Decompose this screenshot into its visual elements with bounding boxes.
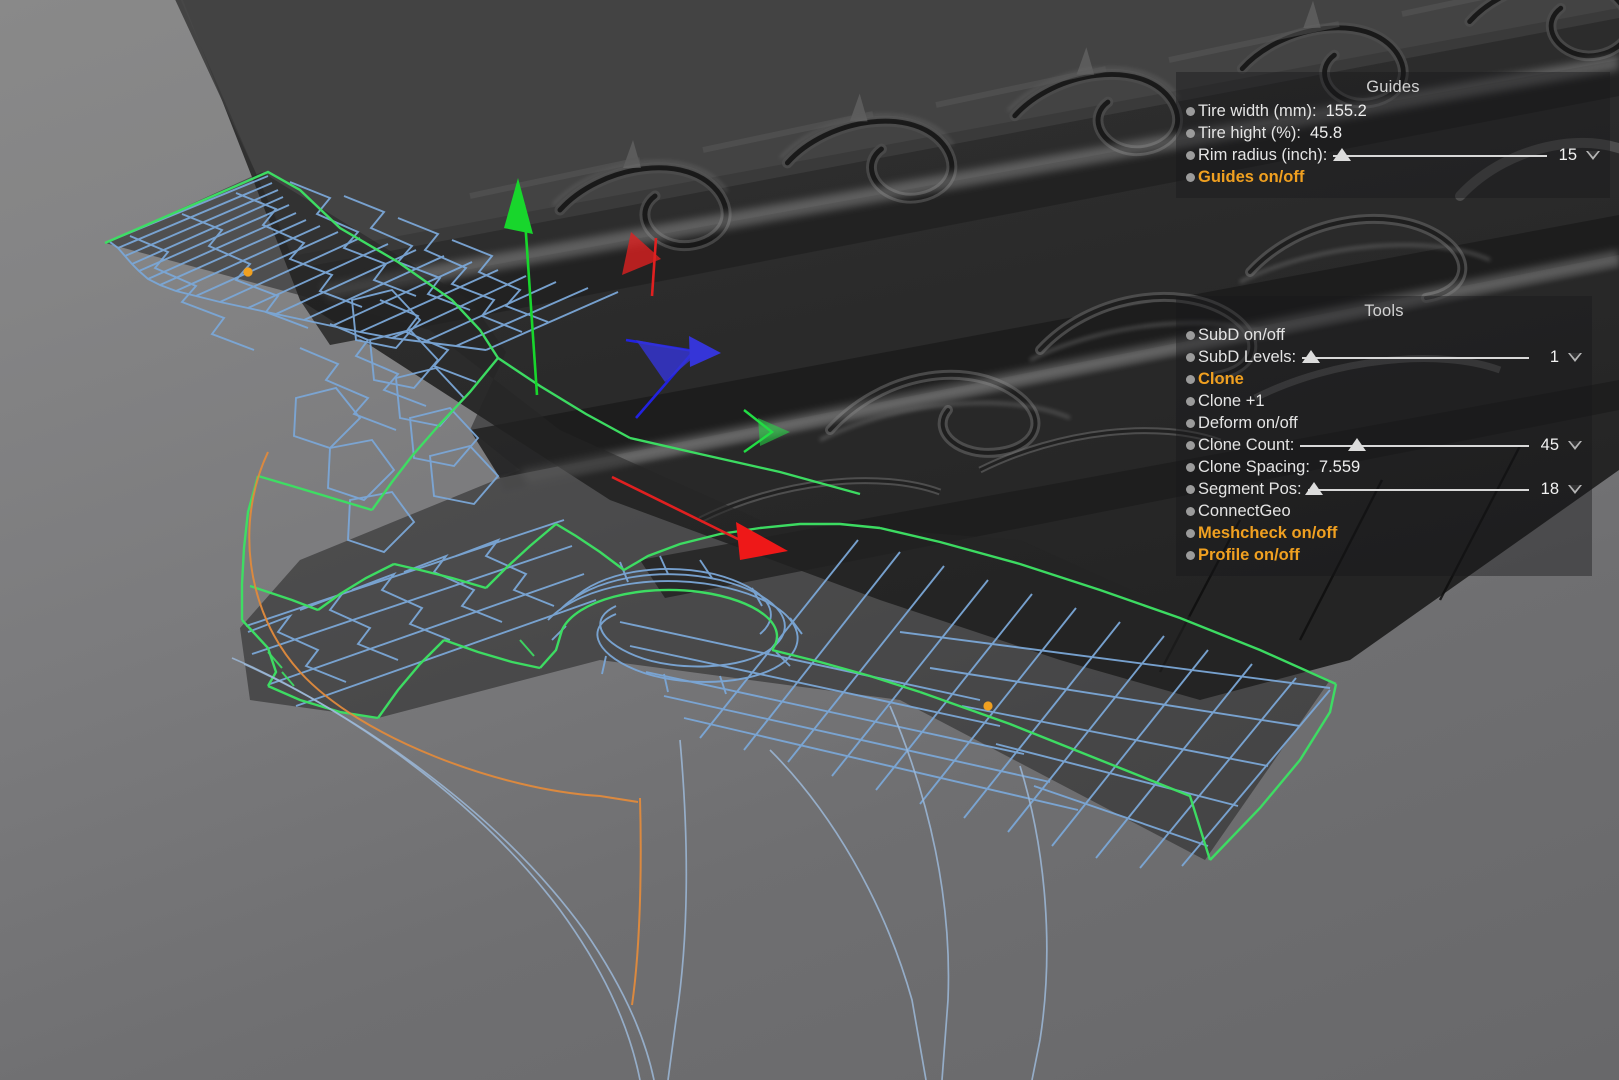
slider-value: 15 [1558, 145, 1577, 164]
bullet-icon[interactable] [1186, 440, 1195, 450]
bullet-icon[interactable] [1186, 484, 1195, 494]
tire-specular [320, 55, 1619, 484]
slider-rim-radius-inch[interactable]: 15 [1332, 145, 1600, 165]
chevron-down-icon[interactable] [1568, 484, 1582, 494]
slider-segment-pos[interactable]: 18 [1305, 479, 1582, 499]
bullet-icon[interactable] [1186, 528, 1195, 538]
slider-track-line [1307, 489, 1529, 491]
slider-track-line [1302, 357, 1529, 359]
row-label: Clone [1198, 369, 1244, 388]
row-segment-pos[interactable]: Segment Pos: 18 [1186, 478, 1582, 500]
bullet-icon[interactable] [1186, 550, 1195, 560]
bullet-icon[interactable] [1186, 128, 1195, 138]
row-label: Tire width (mm): [1198, 101, 1317, 120]
slider-track[interactable] [1300, 437, 1529, 453]
slider-track[interactable] [1302, 349, 1529, 365]
slider-value: 18 [1540, 479, 1559, 498]
bullet-icon[interactable] [1186, 352, 1195, 362]
row-value: 155.2 [1325, 101, 1367, 120]
row-label: Profile on/off [1198, 545, 1300, 564]
row-label: Clone Count: [1198, 435, 1295, 454]
slider-handle[interactable] [1305, 482, 1324, 495]
guide-splines [231, 451, 1048, 1080]
guides-panel-title: Guides [1366, 78, 1420, 96]
row-clone-1[interactable]: Clone +1 [1186, 390, 1582, 412]
gizmo-z-arrow [689, 336, 721, 367]
slider-subd-levels[interactable]: 1 [1302, 348, 1582, 367]
row-label: Rim radius (inch): [1198, 145, 1328, 164]
bullet-icon[interactable] [1186, 396, 1195, 406]
slider-clone-count[interactable]: 45 [1300, 436, 1582, 455]
row-label: Deform on/off [1198, 413, 1298, 432]
bullet-icon[interactable] [1186, 374, 1195, 384]
row-value: 7.559 [1318, 457, 1361, 476]
row-label: Meshcheck on/off [1198, 523, 1338, 542]
bullet-icon[interactable] [1186, 330, 1195, 340]
slider-value: 45 [1540, 435, 1559, 454]
tools-panel-title: Tools [1364, 302, 1404, 320]
row-rim-radius-inch[interactable]: Rim radius (inch): 15 [1186, 144, 1600, 166]
gizmo-y-arrow [504, 178, 533, 234]
gizmo-z-plane [636, 340, 700, 382]
bullet-icon[interactable] [1186, 462, 1195, 472]
chevron-down-icon[interactable] [1568, 440, 1582, 450]
guide-spline [231, 657, 641, 1080]
row-clone[interactable]: Clone [1186, 368, 1582, 390]
bullet-icon[interactable] [1186, 506, 1195, 516]
row-subd-levels[interactable]: SubD Levels: 1 [1186, 346, 1582, 368]
row-meshcheck-on-off[interactable]: Meshcheck on/off [1186, 522, 1582, 544]
slider-track-line [1333, 155, 1547, 157]
gizmo-drag-arrow [736, 522, 788, 560]
transform-gizmo[interactable] [504, 178, 790, 560]
row-clone-spacing[interactable]: Clone Spacing: 7.559 [1186, 456, 1582, 478]
row-tire-width-mm[interactable]: Tire width (mm): 155.2 [1186, 100, 1600, 122]
row-label: Tire hight (%): [1198, 123, 1301, 142]
row-label: Segment Pos: [1198, 479, 1302, 498]
row-deform-on-off[interactable]: Deform on/off [1186, 412, 1582, 434]
vertex-point[interactable] [983, 701, 993, 711]
row-label: Clone Spacing: [1198, 457, 1310, 476]
slider-track-line [1300, 445, 1529, 447]
tread-pattern [469, 0, 1619, 673]
bullet-icon[interactable] [1186, 106, 1195, 116]
profile-spline [248, 451, 639, 803]
slider-value: 1 [1549, 347, 1559, 366]
row-clone-count[interactable]: Clone Count: 45 [1186, 434, 1582, 456]
row-label: ConnectGeo [1198, 501, 1291, 520]
wireframe-mesh[interactable] [104, 170, 1338, 869]
vertex-point[interactable] [243, 267, 253, 277]
row-label: Guides on/off [1198, 167, 1305, 186]
gizmo-y-axis [522, 204, 539, 396]
bullet-icon[interactable] [1186, 172, 1195, 182]
row-subd-on-off[interactable]: SubD on/off [1186, 324, 1582, 346]
slider-handle[interactable] [1302, 350, 1321, 363]
row-profile-on-off[interactable]: Profile on/off [1186, 544, 1582, 566]
bullet-icon[interactable] [1186, 418, 1195, 428]
row-connectgeo[interactable]: ConnectGeo [1186, 500, 1582, 522]
gizmo-x-axis [650, 237, 658, 297]
row-label: SubD on/off [1198, 325, 1285, 344]
slider-handle[interactable] [1348, 438, 1367, 451]
chevron-down-icon[interactable] [1568, 352, 1582, 362]
gizmo-x-arrow [622, 232, 661, 275]
row-label: SubD Levels: [1198, 347, 1297, 366]
chevron-down-icon[interactable] [1586, 150, 1600, 160]
row-tire-hight[interactable]: Tire hight (%): 45.8 [1186, 122, 1600, 144]
gizmo-drag-axis [611, 475, 747, 545]
slider-track[interactable] [1305, 481, 1529, 497]
bullet-icon[interactable] [1186, 150, 1195, 160]
slider-handle[interactable] [1332, 148, 1351, 161]
row-value: 45.8 [1310, 123, 1343, 142]
slider-track[interactable] [1332, 147, 1547, 163]
row-guides-on-off[interactable]: Guides on/off [1186, 166, 1600, 188]
row-label: Clone +1 [1198, 391, 1265, 410]
